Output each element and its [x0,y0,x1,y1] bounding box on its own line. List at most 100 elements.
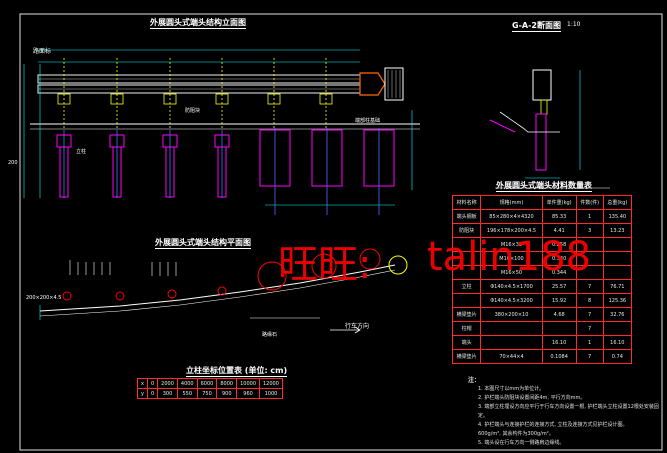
position-cell: 300 [157,388,178,399]
position-cell: y [137,388,148,399]
position-cell: x [137,378,148,389]
materials-cell: 135.40 [602,209,633,224]
position-cell: 900 [216,388,238,399]
materials-cell: 16.10 [602,335,633,350]
position-cell: 0 [146,378,159,389]
watermark-left: 旺旺: [278,242,372,288]
materials-cell: 16.10 [541,335,577,350]
materials-cell [541,321,577,336]
position-cell: 960 [236,388,260,399]
watermark-right: talin188 [427,234,592,280]
position-cell: 6000 [196,378,218,389]
materials-cell: 0.74 [602,349,633,364]
materials-cell [602,321,633,336]
block-label: 防阻块 [185,108,201,114]
materials-cell: 380×200×10 [480,307,543,322]
node-note-label: 端部柱基础 [355,118,381,124]
materials-cell: 32.76 [602,307,633,322]
note-line: 2. 护栏端头防阻块设置间距4m, 平行方向mm。 [478,395,586,401]
section-view [489,69,581,179]
materials-cell: 15.92 [541,293,577,308]
materials-cell: 7 [575,321,604,336]
position-cell: 12000 [259,378,283,389]
column-label: 立柱 [76,149,87,155]
materials-cell: 85.33 [541,209,577,224]
materials-cell: 1 [575,209,604,224]
note-line: 5. 端头设在行车方向一侧路肩边缘线。 [478,440,565,446]
materials-cell [602,265,633,280]
materials-cell: 70×44×4 [480,349,543,364]
direction-label: 行车方向 [345,323,370,330]
road-edge-label: 路面标 [33,48,52,55]
materials-cell: 25.57 [541,279,577,294]
position-cell: 750 [196,388,218,399]
header-cell: 单件重(kg) [541,195,577,210]
notes-heading: 注： [468,377,481,384]
materials-cell: 横梁垫片 [451,349,482,364]
header-cell: 规格(mm) [480,195,543,210]
materials-cell [480,335,543,350]
materials-cell: 0.1084 [541,349,577,364]
materials-cell: 8 [575,293,604,308]
note-line: 4. 护栏端头与连接护栏的连接方式, 立柱及连接方式见护栏设计图。 [478,422,628,428]
materials-cell: 柱帽 [451,321,482,336]
position-cell: 1000 [259,388,283,399]
materials-cell: 立柱 [451,279,482,294]
materials-cell: 7 [575,279,604,294]
header-cell: 件数(件) [575,195,604,210]
header-cell: 总重(kg) [602,195,633,210]
section-title: G-A-2断面图 [512,21,561,32]
position-cell: 550 [176,388,198,399]
materials-cell: 4.68 [541,307,577,322]
materials-cell [451,293,482,308]
materials-cell: 85×280×4×4320 [480,209,543,224]
notes-block: 注： 1. 本图尺寸以mm为单位计。 2. 护栏端头防阻块设置间距4m, 平行方向… [468,376,667,448]
position-cell: 10000 [236,378,260,389]
materials-cell: Φ140×4.5×3200 [480,293,543,308]
materials-cell: 端头 [451,335,482,350]
materials-cell: 7 [575,307,604,322]
curb-label: 路缘石 [262,332,278,338]
header-cell: 材料名称 [451,195,482,210]
plan-dimension-label: 200×200×4.5 [26,295,62,301]
materials-cell: 125.36 [602,293,633,308]
materials-title: 外展圆头式端头材料数量表 [496,181,592,192]
materials-cell: 端头钢板 [451,209,482,224]
position-cell: 0 [146,388,159,399]
materials-cell: 76.71 [602,279,633,294]
plan-title: 外展圆头式端头结构平面图 [155,238,251,249]
left-dimension: 200 [8,160,18,166]
materials-cell: 7 [575,349,604,364]
materials-cell: Φ140×4.5×1700 [480,279,543,294]
section-scale: 1:10 [567,21,581,28]
materials-cell: 13.23 [602,223,633,238]
note-line: 3. 端部立柱埋设方向应平行于行车方向设置一根, 护栏端头立柱设置12根处安装固… [478,404,659,419]
materials-cell [602,251,633,266]
plan-view [39,248,408,334]
materials-header-row: 材料名称 规格(mm) 单件重(kg) 件数(件) 总重(kg) [451,195,633,210]
note-line: 1. 本图尺寸以mm为单位计。 [478,386,545,392]
note-line: 600g/m², 其余构件为300g/m²。 [478,431,554,437]
position-cell: 4000 [176,378,198,389]
materials-cell [602,237,633,252]
position-cell: 2000 [157,378,178,389]
elevation-view [23,49,420,215]
materials-row: 柱帽 7 [451,321,633,336]
elevation-title: 外展圆头式端头结构立面图 [150,18,246,29]
materials-cell [480,321,543,336]
materials-cell: 横梁垫片 [451,307,482,322]
position-cell: 8000 [216,378,238,389]
materials-cell: 1 [575,335,604,350]
position-table-title: 立柱坐标位置表 (单位: cm) [186,366,288,377]
